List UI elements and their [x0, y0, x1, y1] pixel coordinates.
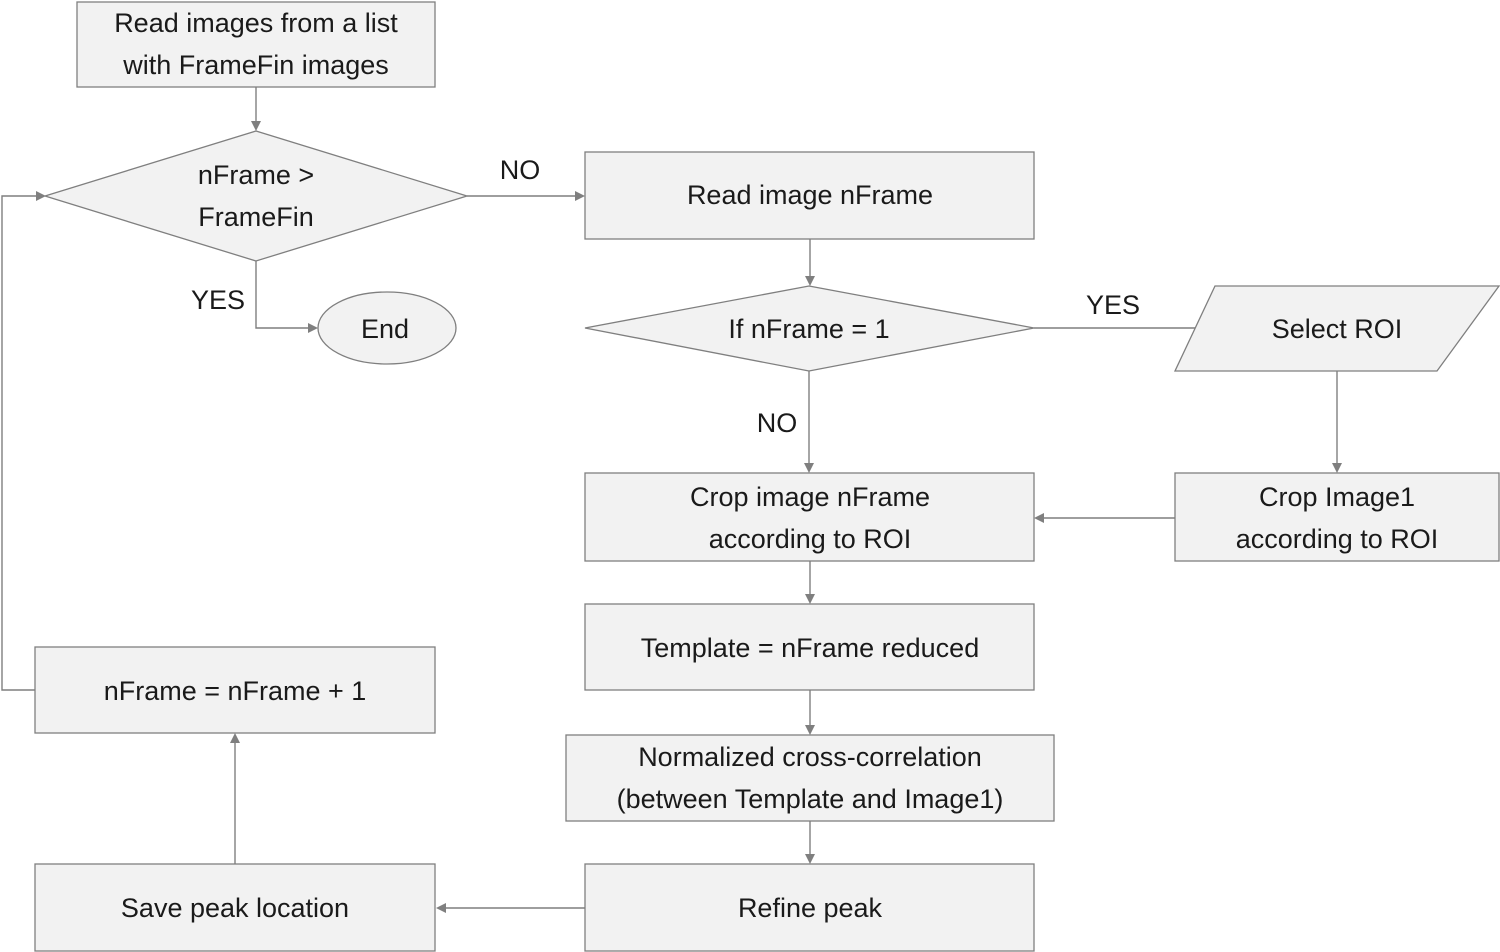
decision-end-line1: nFrame >	[198, 160, 314, 190]
decision-end-line2: FrameFin	[198, 202, 314, 232]
node-crop-image1-line2: according to ROI	[1236, 524, 1439, 554]
node-save-peak: Save peak location	[34, 863, 436, 952]
decision-nframe-gt-framefin: nFrame > FrameFin	[42, 130, 470, 262]
node-refine-peak-label: Refine peak	[738, 893, 883, 923]
arrow-head-icon	[575, 191, 585, 201]
node-ncc-line2: (between Template and Image1)	[617, 784, 1004, 814]
node-template-label: Template = nFrame reduced	[641, 633, 979, 663]
edge-label-first-no: NO	[757, 408, 798, 438]
node-read-list-line2: with FrameFin images	[122, 50, 389, 80]
io-select-roi: Select ROI	[1173, 285, 1500, 372]
node-crop-image1-line1: Crop Image1	[1259, 482, 1415, 512]
arrow-head-icon	[805, 276, 815, 286]
decision-first-label: If nFrame = 1	[728, 314, 889, 344]
arrow-increment-loop-back	[1, 195, 36, 691]
node-ncc: Normalized cross-correlation (between Te…	[565, 734, 1055, 822]
node-increment: nFrame = nFrame + 1	[34, 646, 436, 734]
node-save-peak-label: Save peak location	[121, 893, 349, 923]
terminal-end: End	[317, 291, 457, 365]
node-ncc-line1: Normalized cross-correlation	[638, 742, 982, 772]
node-crop-frame: Crop image nFrame according to ROI	[584, 472, 1035, 562]
node-refine-peak: Refine peak	[584, 863, 1035, 952]
arrow-head-icon	[1332, 463, 1342, 473]
node-crop-frame-line1: Crop image nFrame	[690, 482, 930, 512]
edge-label-first-yes: YES	[1086, 290, 1140, 320]
arrow-head-icon	[805, 725, 815, 735]
arrow-head-icon	[805, 854, 815, 864]
node-increment-label: nFrame = nFrame + 1	[104, 676, 367, 706]
arrow-head-icon	[308, 323, 318, 333]
node-read-list-line1: Read images from a list	[114, 8, 398, 38]
arrow-head-icon	[36, 191, 46, 201]
edge-label-end-no: NO	[500, 155, 541, 185]
decision-nframe-eq-1: If nFrame = 1	[584, 285, 1035, 372]
arrow-head-icon	[804, 463, 814, 473]
node-crop-image1: Crop Image1 according to ROI	[1174, 472, 1500, 562]
node-read-image-label: Read image nFrame	[687, 180, 933, 210]
node-read-list: Read images from a list with FrameFin im…	[76, 1, 436, 88]
arrow-head-icon	[805, 594, 815, 604]
edge-labels: NO YES YES NO	[191, 155, 1140, 438]
arrow-decision-to-end	[255, 261, 308, 329]
node-read-image: Read image nFrame	[584, 151, 1035, 240]
connectors	[1, 87, 1342, 913]
io-select-roi-label: Select ROI	[1272, 314, 1403, 344]
terminal-end-label: End	[361, 314, 409, 344]
edge-label-end-yes: YES	[191, 285, 245, 315]
node-template: Template = nFrame reduced	[584, 603, 1035, 691]
arrow-head-icon	[436, 903, 446, 913]
node-crop-frame-line2: according to ROI	[709, 524, 912, 554]
arrow-head-icon	[251, 121, 261, 131]
arrow-head-icon	[1034, 513, 1044, 523]
arrow-head-icon	[230, 733, 240, 743]
